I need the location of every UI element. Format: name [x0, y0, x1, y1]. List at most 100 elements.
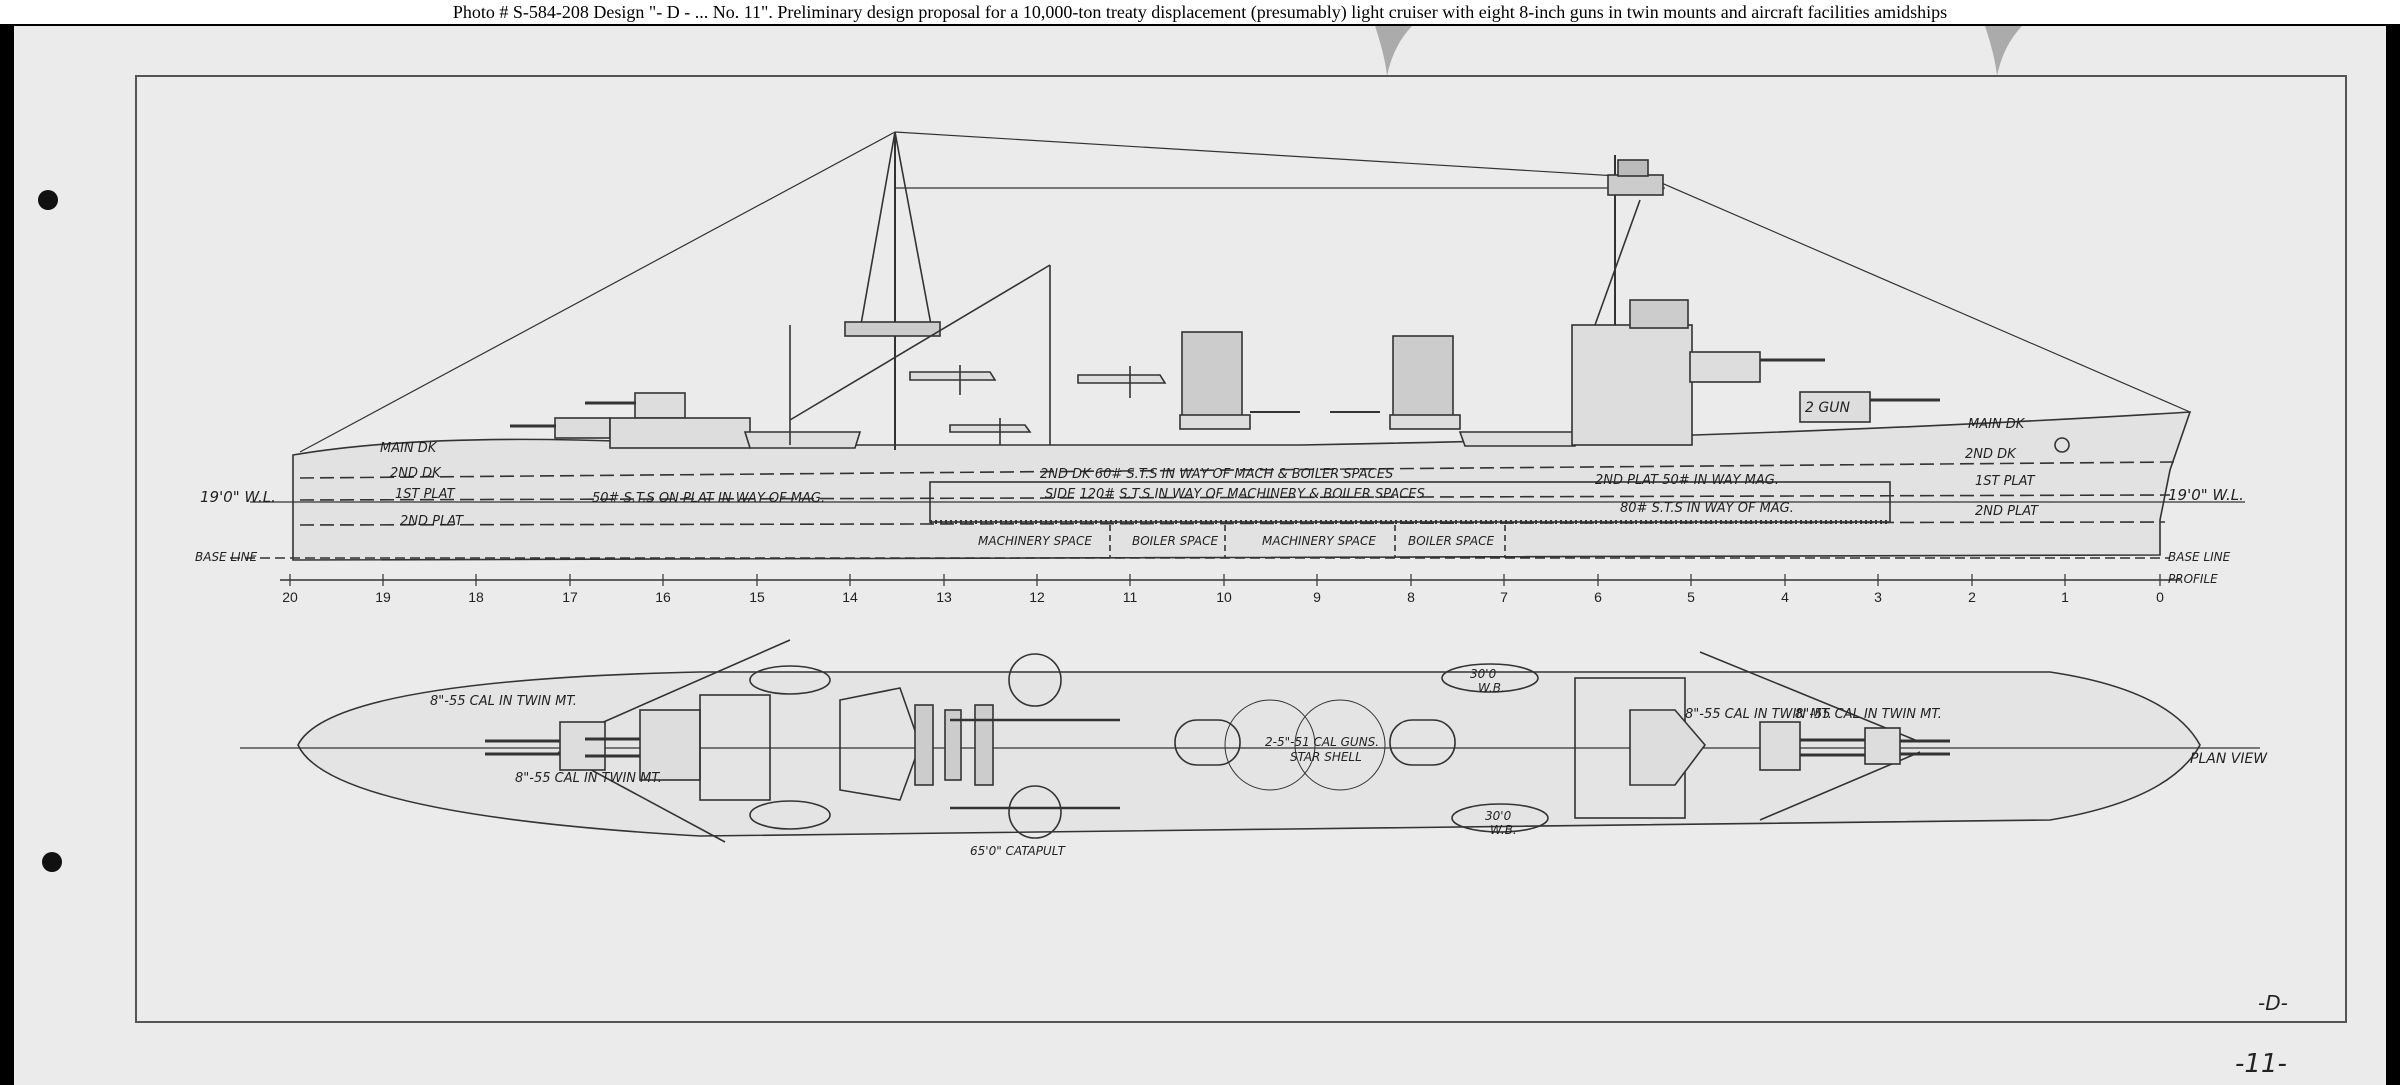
- bridge-top: [1629, 299, 1689, 329]
- label-armor-mag-aft: 50# S.T.S ON PLAT IN WAY OF MAG.: [592, 491, 825, 506]
- aft-stay: [299, 131, 896, 453]
- bridge: [1571, 324, 1693, 446]
- fwd-turret-upper: [1689, 351, 1761, 383]
- mark-d: -D-: [2258, 991, 2288, 1015]
- station-1: 1: [2061, 589, 2069, 605]
- mainmast-base-plan: [839, 687, 921, 801]
- foremast-leg: [1594, 199, 1641, 326]
- label-armor-plat-fwd: 2ND PLAT 50# IN WAY MAG.: [1595, 473, 1779, 488]
- label-waterline-aft: 19'0" W.L.: [200, 488, 276, 506]
- mainmast-platform: [844, 321, 941, 337]
- station-ticks: [289, 574, 2161, 586]
- label-armor-mag-fwd: 80# S.T.S IN WAY OF MAG.: [1620, 501, 1794, 516]
- label-baseline-fwd: BASE LINE: [2168, 550, 2231, 564]
- aft-turret-plan-1: [559, 721, 606, 771]
- second-deck-line: [299, 461, 2176, 479]
- label-guns-aft-1: 8"-55 CAL IN TWIN MT.: [430, 694, 577, 709]
- station-2: 2: [1968, 589, 1976, 605]
- label-2nd-dk: 2ND DK: [390, 466, 442, 481]
- aft-turret-upper: [634, 392, 686, 419]
- tape-stain-2: [1985, 26, 2022, 76]
- label-gun: 2 GUN: [1805, 400, 1850, 416]
- funnel-plan-aft: [1174, 719, 1241, 766]
- aircraft-plan: [914, 704, 994, 786]
- station-15: 15: [749, 589, 765, 605]
- label-guns-fwd-2: 8"-55 CAL IN TWIN MT.: [1795, 707, 1942, 722]
- aircraft-profile-2: [949, 418, 1032, 445]
- label-space-3: MACHINERY SPACE: [1262, 534, 1376, 548]
- director: [1617, 159, 1649, 177]
- paper-hole-top: [38, 190, 58, 210]
- sheet-number: -11-: [2235, 1049, 2287, 1079]
- crane-boom: [789, 264, 1051, 421]
- label-guns-fwd-1: 8"-55 CAL IN TWIN MT.: [1685, 707, 1832, 722]
- funnel-plan-fwd: [1389, 719, 1456, 766]
- fwd-turret-plan-2: [1759, 721, 1801, 771]
- aft-turret-plan-2: [639, 709, 701, 781]
- label-main-dk: MAIN DK: [380, 441, 438, 456]
- photo-caption: Photo # S-584-208 Design "- D - ... No. …: [452, 2, 1948, 22]
- station-16: 16: [655, 589, 671, 605]
- anchor-icon: [2054, 437, 2070, 453]
- boat-plan-2: [749, 800, 831, 830]
- label-secondary-1: 2-5"-51 CAL GUNS.: [1265, 735, 1379, 749]
- label-profile: PROFILE: [2168, 572, 2218, 586]
- funnel-aft: [1181, 331, 1243, 428]
- station-4: 4: [1781, 589, 1789, 605]
- label-boat-2a: 30'0: [1485, 809, 1512, 823]
- plan-view: [240, 639, 2260, 843]
- drawing-border: [135, 75, 2347, 1023]
- first-platform-line: [299, 494, 2171, 501]
- mainmast-leg-1: [859, 131, 896, 331]
- catapult-turntable-1: [1008, 653, 1062, 707]
- funnel-fwd: [1392, 335, 1454, 429]
- label-armor-deck: 2ND DK 60# S.T.S IN WAY OF MACH & BOILER…: [1040, 467, 1393, 482]
- margin-marks: -D- -11-: [2235, 991, 2288, 1079]
- label-guns-aft-2: 8"-55 CAL IN TWIN MT.: [515, 771, 662, 786]
- label-armor-side: SIDE 120# S.T.S IN WAY OF MACHINERY & BO…: [1045, 487, 1425, 502]
- station-numbers: 20 19 18 17 16 15 14 13 12 11 10 9 8 7 6…: [282, 589, 2164, 605]
- label-plan-view: PLAN VIEW: [2190, 751, 2268, 767]
- boat-plan-1: [749, 665, 831, 695]
- label-boat-1b: W.B.: [1478, 681, 1505, 695]
- station-0: 0: [2156, 589, 2164, 605]
- label-boat-2b: W.B.: [1490, 823, 1517, 837]
- fore-stay: [1649, 177, 2191, 413]
- station-13: 13: [936, 589, 952, 605]
- paper-hole-bottom: [42, 852, 62, 872]
- label-boat-1a: 30'0: [1470, 667, 1497, 681]
- funnel-circle-1: [1224, 699, 1316, 791]
- aft-superstructure: [609, 417, 751, 449]
- fwd-turret-lower: [1799, 391, 1871, 423]
- main-stay: [894, 131, 1651, 179]
- funnel-aft-base: [1179, 414, 1251, 430]
- label-main-dk-bow: MAIN DK: [1968, 417, 2026, 432]
- label-2nd-plat-bow: 2ND PLAT: [1975, 504, 2039, 519]
- boat-plan-4: [1451, 803, 1549, 833]
- label-space-4: BOILER SPACE: [1408, 534, 1494, 548]
- label-1st-plat: 1ST PLAT: [395, 487, 456, 502]
- aircraft-profile-1: [909, 365, 997, 395]
- foretop: [1607, 174, 1664, 196]
- funnel-fwd-base: [1389, 414, 1461, 430]
- station-9: 9: [1313, 589, 1321, 605]
- station-19: 19: [375, 589, 391, 605]
- caption-bar: [0, 0, 2400, 24]
- funnel-circle-2: [1294, 699, 1386, 791]
- label-secondary-2: STAR SHELL: [1290, 750, 1362, 764]
- catapult-turntable-2: [1008, 785, 1062, 839]
- station-3: 3: [1874, 589, 1882, 605]
- second-platform-line: [299, 521, 2166, 526]
- fwd-boat-profile: [1458, 431, 1582, 447]
- hull-plan: [297, 671, 2201, 837]
- label-waterline-fwd: 19'0" W.L.: [2168, 486, 2244, 504]
- station-20: 20: [282, 589, 298, 605]
- mainmast-leg-2: [894, 131, 933, 331]
- station-8: 8: [1407, 589, 1415, 605]
- station-6: 6: [1594, 589, 1602, 605]
- profile-view: [230, 131, 2245, 581]
- label-catapult: 65'0" CATAPULT: [970, 844, 1067, 858]
- plan-labels: PLAN VIEW 8"-55 CAL IN TWIN MT. 8"-55 CA…: [430, 667, 2268, 858]
- profile-labels: MAIN DK 2ND DK 1ST PLAT 2ND PLAT MAIN DK…: [195, 400, 2244, 586]
- aft-boat: [743, 431, 862, 449]
